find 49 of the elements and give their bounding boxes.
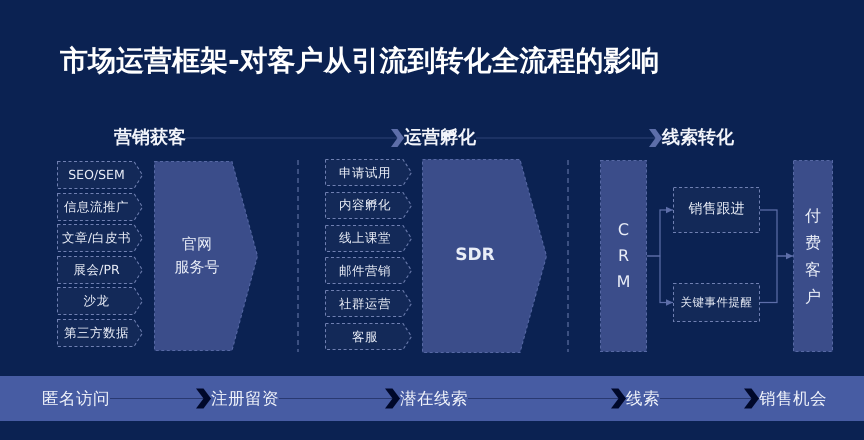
node-label: 客服: [352, 328, 378, 344]
column-heading: 线索转化: [662, 127, 734, 149]
stage-bar: [0, 376, 864, 421]
dashed-arrow-tag: [325, 257, 412, 284]
column-heading: 运营孵化: [404, 127, 476, 149]
dashed-arrow-tag: [325, 159, 412, 186]
dashed-arrow-tag: [325, 290, 412, 318]
vertical-box: [793, 160, 833, 352]
node-label: SDR: [455, 245, 495, 267]
node-label: 服务号: [174, 258, 220, 277]
dashed-arrow-tag: [325, 224, 412, 252]
arrow-shaped-block: [422, 159, 547, 353]
arrow-connector: [760, 252, 793, 304]
title: 市场运营框架-对客户从引流到转化全流程的影响: [60, 44, 660, 78]
node-label: 文章/白皮书: [62, 230, 132, 246]
node-label: 销售跟进: [688, 201, 744, 219]
node-label: 展会/PR: [73, 262, 120, 278]
stage-label: 匿名访问: [42, 388, 110, 408]
vertical-box: [600, 160, 647, 352]
dashed-arrow-tag: [325, 192, 412, 219]
node-label: 内容孵化: [339, 197, 391, 214]
node-label: 社群运营: [339, 296, 391, 312]
dashed-arrow-tag: [57, 224, 143, 252]
node-label: SEO/SEM: [68, 167, 125, 183]
node-label: 关键事件提醒: [680, 295, 752, 310]
stage-label: 注册留资: [211, 388, 279, 408]
dashed-arrow-tag: [57, 192, 143, 220]
dashed-arrow-tag: [57, 256, 143, 284]
arrow-connector: [647, 255, 673, 306]
node-label: 申请试用: [339, 164, 391, 180]
dashed-arrow-tag: [57, 287, 143, 315]
dashed-arrow-tag: [57, 161, 143, 189]
node-label: CRM: [616, 219, 632, 293]
node-label: 沙龙: [84, 293, 110, 309]
node-label: 线上课堂: [339, 230, 391, 246]
dashed-arrow-tag: [325, 323, 412, 350]
node-label: 邮件营销: [339, 263, 391, 279]
node-label: 官网: [182, 235, 212, 254]
dashed-arrow-tag: [57, 318, 143, 346]
node-label: 第三方数据: [64, 324, 129, 340]
dashed-box: [673, 283, 760, 322]
node-label: 信息流推广: [64, 198, 129, 214]
stage-label: 潜在线索: [400, 388, 468, 408]
stage-label: 销售机会: [759, 388, 827, 408]
arrow-shaped-block: [154, 161, 258, 351]
node-label: 付费客户: [804, 205, 822, 308]
dashed-box: [673, 187, 760, 233]
column-heading: 营销获客: [114, 127, 186, 149]
stage-label: 线索: [626, 388, 660, 408]
